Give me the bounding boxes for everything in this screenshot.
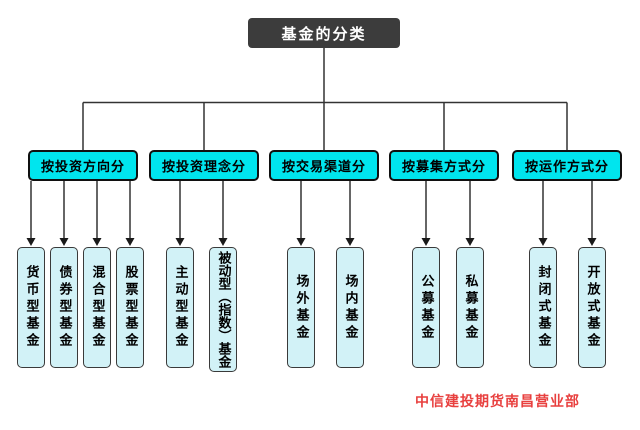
leaf-node-bond-fund: 债券型基金	[50, 247, 78, 368]
leaf-node-active-fund: 主动型基金	[166, 247, 194, 368]
category-node-investment-direction: 按投资方向分	[28, 150, 138, 181]
leaf-node-otc-fund: 场外基金	[287, 247, 315, 368]
leaf-node-public-fund: 公募基金	[412, 247, 440, 368]
leaf-node-hybrid-fund: 混合型基金	[83, 247, 111, 368]
leaf-node-currency-fund: 货币型基金	[17, 247, 45, 368]
category-node-fundraising-method: 按募集方式分	[389, 150, 499, 181]
root-node-fund-classification: 基金的分类	[248, 18, 400, 48]
leaf-node-private-fund: 私募基金	[456, 247, 484, 368]
leaf-node-passive-index-fund: 被动型（指数）基金	[209, 247, 237, 372]
category-node-operation-method: 按运作方式分	[512, 150, 622, 181]
leaf-node-exchange-fund: 场内基金	[336, 247, 364, 368]
watermark-text: 中信建投期货南昌营业部	[415, 394, 580, 410]
leaf-node-closed-end-fund: 封闭式基金	[529, 247, 557, 368]
leaf-node-stock-fund: 股票型基金	[116, 247, 144, 368]
category-node-investment-philosophy: 按投资理念分	[149, 150, 259, 181]
category-node-trading-channel: 按交易渠道分	[269, 150, 379, 181]
leaf-node-open-end-fund: 开放式基金	[578, 247, 606, 368]
